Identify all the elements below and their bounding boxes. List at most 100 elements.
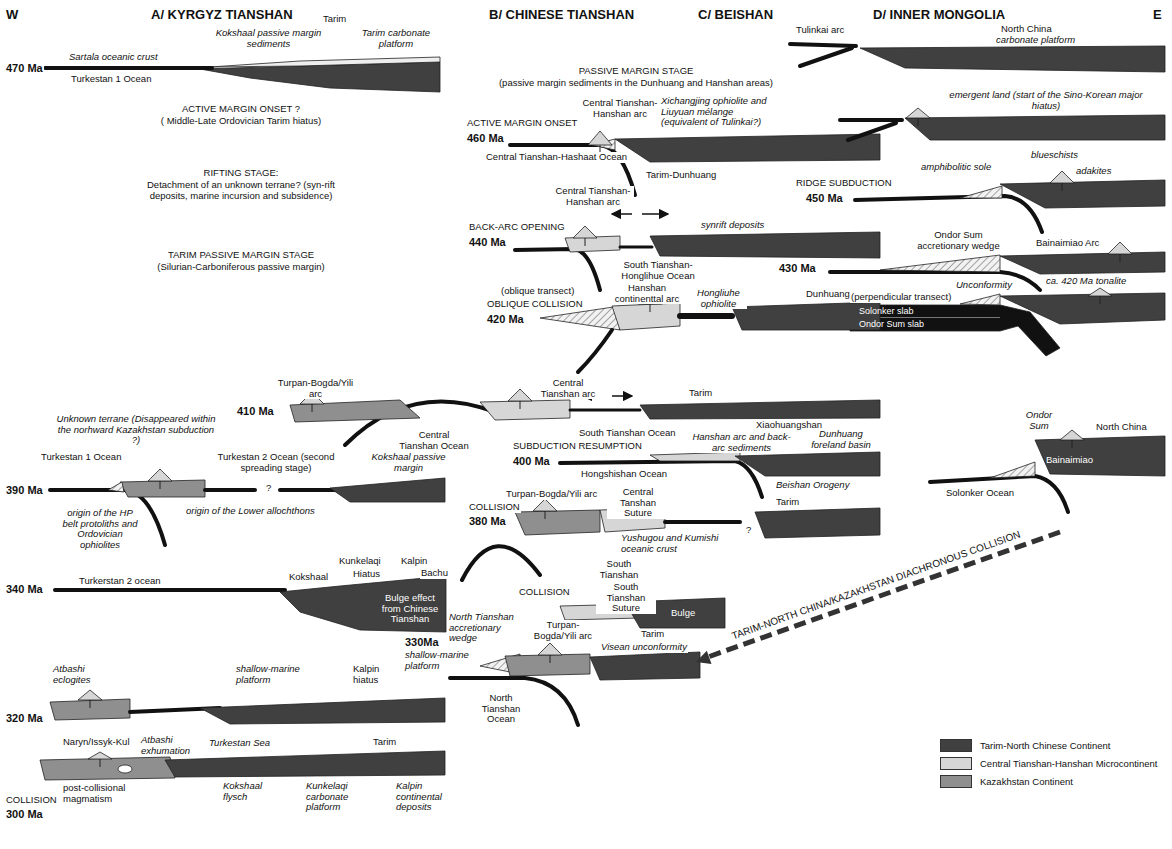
column-header: B/ CHINESE TIANSHAN: [488, 8, 635, 23]
magma-feeder: [90, 700, 91, 708]
annotation: Detachment of an unknown terrane? (syn-r…: [130, 180, 352, 201]
age-label: 410 Ma: [236, 405, 275, 417]
oceanic-slab: [930, 476, 1068, 512]
annotation: Yushugou and Kumishi oceanic crust: [620, 533, 722, 554]
legend-text: Central Tianshan-Hanshan Microcontinent: [980, 758, 1157, 769]
oceanic-slab: [462, 546, 540, 580]
continent-block: [200, 698, 445, 724]
annotation: Kokshaal flysch: [222, 781, 274, 802]
continent-block: [755, 508, 880, 538]
annotation: Solonker slab: [858, 306, 915, 316]
annotation: SUBDUCTION RESUMPTION: [512, 441, 643, 452]
annotation: Kokshaal passive margin: [370, 452, 447, 473]
continent-block: [735, 452, 880, 476]
magma-feeder: [520, 401, 521, 409]
spreading-arrow: [612, 395, 632, 397]
continent-block: [515, 510, 600, 535]
annotation: BACK-ARC OPENING: [468, 222, 566, 233]
annotation: Ondor Sum: [1018, 410, 1060, 431]
annotation: Turkestan Sea: [208, 738, 271, 749]
annotation: North Tianshan Ocean: [470, 693, 532, 725]
age-label: 460 Ma: [466, 132, 505, 144]
annotation: ca. 420 Ma tonalite: [1045, 276, 1127, 287]
annotation: COLLISION: [518, 587, 571, 598]
collision-arrow-label: TARIM-NORTH CHINA/KAZAKHSTAN DIACHRONOUS…: [729, 528, 1023, 642]
annotation: Turpan-Bogda/Yili arc: [505, 489, 598, 500]
annotation: PASSIVE MARGIN STAGE: [535, 66, 737, 77]
annotation: Atbashi eclogites: [52, 664, 109, 685]
legend-swatch: [940, 739, 972, 752]
annotation: Central Tianshan-Hanshan arc: [580, 98, 660, 119]
legend: Tarim-North Chinese ContinentCentral Tia…: [940, 736, 1157, 790]
oceanic-slab: [840, 118, 902, 122]
section-drawings: [40, 44, 1165, 780]
collision-arrow: [696, 532, 1060, 664]
oceanic-slab: [665, 520, 740, 524]
annotation: (perpendicular transect): [850, 292, 952, 303]
magma-feeder: [160, 481, 161, 489]
age-label: 440 Ma: [468, 236, 507, 248]
continent-block: [732, 302, 880, 330]
annotation: Ondor Sum accretionary wedge: [915, 230, 1002, 251]
legend-row: Kazakhstan Continent: [940, 772, 1157, 790]
annotation: Central Tianshan-Hashaat Ocean: [485, 152, 628, 163]
annotation: Bulge effect from Chinese Tianshan: [374, 593, 446, 625]
annotation: Tarim: [322, 14, 347, 25]
oceanic-slab: [848, 123, 896, 140]
volcanic-arc: [906, 108, 930, 118]
annotation: Kalpin hiatus: [352, 664, 394, 685]
magma-feeder: [1100, 296, 1101, 304]
volcanic-arc: [1060, 430, 1084, 440]
oceanic-slab: [570, 409, 640, 412]
age-label: 340 Ma: [5, 583, 44, 595]
oceanic-slab: [515, 249, 600, 290]
age-label: 330Ma: [404, 636, 440, 648]
continent-block: [650, 232, 880, 258]
annotation: Tarim: [688, 388, 713, 399]
annotation: Bainaimiao: [1045, 455, 1094, 466]
annotation: Bachu: [420, 568, 449, 579]
column-header: D/ INNER MONGOLIA: [872, 8, 1006, 23]
dashed-arrow-line: [708, 532, 1060, 657]
annotation: Unconformity: [955, 280, 1013, 291]
oceanic-slab: [205, 488, 255, 492]
volcanic-arc: [573, 226, 597, 238]
annotation: Hiatus: [352, 569, 381, 580]
annotation: TARIM PASSIVE MARGIN STAGE: [130, 250, 352, 261]
annotation: (passive margin sediments in the Dunhuan…: [495, 78, 777, 89]
annotation: Turkestan 2 Ocean (second spreading stag…: [215, 452, 337, 473]
spreading-arrow: [642, 213, 668, 215]
age-label: 430 Ma: [778, 262, 817, 274]
annotation: Turpan-Bogda/Yili arc: [527, 620, 599, 641]
annotation: Tarim: [372, 737, 397, 748]
magma-feeder: [1072, 440, 1073, 448]
annotation: Central Tanshan Suture: [607, 487, 669, 519]
continent-block: [50, 699, 130, 720]
annotation: Central Tianshan arc: [532, 378, 604, 399]
annotation: South Tianshan Ocean: [578, 428, 677, 439]
annotation: Kalpin: [400, 556, 428, 567]
annotation: Atbashi exhumation: [140, 735, 202, 756]
annotation: North Tianshan accretionary wedge: [448, 612, 525, 644]
annotation: Unknown terrane (Disappeared within the …: [55, 414, 217, 446]
age-label: 320 Ma: [5, 712, 44, 724]
subducting-slabs: [850, 305, 1060, 356]
volcanic-arc: [88, 752, 112, 759]
annotation: OBLIQUE COLLISION: [486, 299, 584, 310]
continent-block: [505, 654, 590, 676]
continent-block: [1000, 293, 1165, 324]
annotation: Ondor Sum slab: [858, 319, 925, 329]
annotation: South Tianshan Suture: [596, 582, 656, 614]
continent-block: [280, 576, 446, 632]
arrow-head: [696, 651, 712, 664]
continent-block: [612, 303, 680, 330]
oceanic-slab: [450, 678, 578, 725]
magma-feeder: [550, 655, 551, 663]
annotation: Tulinkai arc: [795, 25, 845, 36]
column-header: W: [5, 8, 19, 23]
annotation: Hanshan arc and back-arc sediments: [688, 432, 795, 453]
annotation: COLLISION: [5, 795, 58, 806]
annotation: Sartala oceanic crust: [68, 52, 159, 63]
continent-block: [590, 652, 700, 680]
column-header: A/ KYRGYZ TIANSHAN: [150, 8, 294, 23]
